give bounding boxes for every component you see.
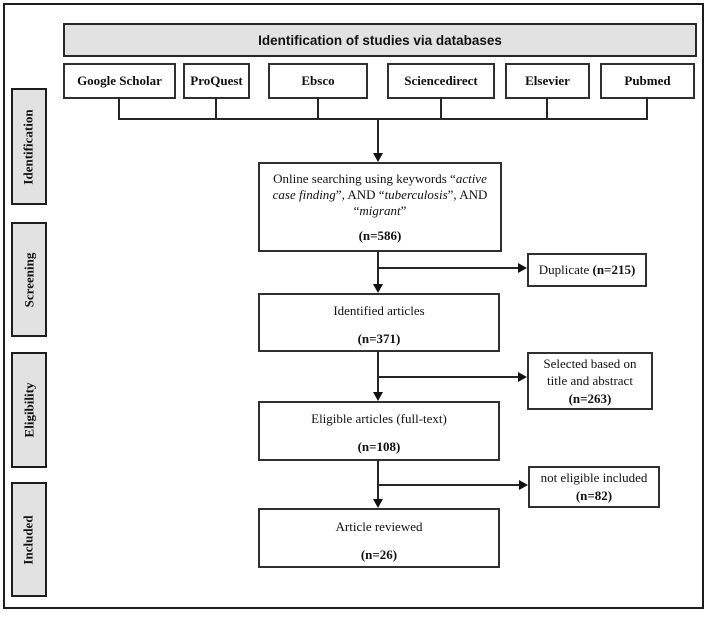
arrowhead-down-icon: [373, 499, 383, 508]
box-selected-label: Selected based on title and abstract: [543, 355, 637, 389]
branch-to-selected: [377, 376, 519, 378]
stage-label: Included: [21, 514, 37, 565]
count-n82: (n=82): [575, 488, 613, 503]
arrowhead-right-icon: [519, 480, 528, 490]
branch-to-duplicate: [377, 267, 519, 269]
arrow-eligible-to-reviewed: [377, 460, 379, 500]
box-selected-title-abstract: Selected based on title and abstract (n=…: [527, 352, 653, 410]
box-article-reviewed: Article reviewed (n=26): [258, 508, 500, 568]
connector-stub: [215, 97, 217, 120]
arrow-to-search: [377, 118, 379, 154]
box-identified-label: Identified articles: [333, 303, 425, 318]
box-not-eligible: not eligible included (n=82): [528, 466, 660, 508]
stage-included: Included: [11, 482, 47, 597]
arrowhead-right-icon: [518, 263, 527, 273]
connector-stub: [646, 97, 648, 120]
arrowhead-down-icon: [373, 392, 383, 401]
merge-line: [118, 118, 648, 120]
box-not-eligible-label: not eligible included: [540, 470, 648, 486]
box-online-searching: Online searching using keywords “active …: [258, 162, 502, 252]
count-n371: (n=371): [357, 331, 401, 346]
box-reviewed-label: Article reviewed: [335, 519, 423, 534]
box-eligible-articles: Eligible articles (full-text) (n=108): [258, 401, 500, 461]
box-duplicate-text: Duplicate (n=215): [539, 261, 636, 279]
outer-frame: [3, 3, 704, 609]
diagram-title: Identification of studies via databases: [63, 23, 697, 57]
connector-stub: [546, 97, 548, 120]
keyword-italic: active case finding: [272, 171, 487, 202]
database-box-ebsco: Ebsco: [268, 63, 368, 99]
count-n215: (n=215): [592, 262, 636, 278]
text-part: Duplicate: [538, 262, 593, 278]
keyword-italic: migrant: [359, 203, 401, 218]
text-part: Online searching using keywords “: [273, 171, 456, 186]
stage-identification: Identification: [11, 88, 47, 205]
box-eligible-label: Eligible articles (full-text): [311, 411, 447, 426]
keyword-italic: tuberculosis: [384, 187, 448, 202]
stage-screening: Screening: [11, 222, 47, 337]
text-part: ”, AND “: [353, 187, 488, 218]
database-box-elsevier: Elsevier: [505, 63, 590, 99]
arrowhead-right-icon: [518, 372, 527, 382]
database-box-proquest: ProQuest: [183, 63, 250, 99]
text-part: ”: [400, 203, 407, 218]
database-box-google-scholar: Google Scholar: [63, 63, 176, 99]
stage-label: Eligibility: [21, 382, 36, 438]
box-duplicate: Duplicate (n=215): [527, 253, 647, 287]
stage-eligibility: Eligibility: [11, 352, 47, 468]
database-box-sciencedirect: Sciencedirect: [387, 63, 495, 99]
stage-label: Screening: [21, 252, 36, 307]
connector-stub: [440, 97, 442, 120]
count-n263: (n=263): [568, 390, 612, 406]
count-n586: (n=586): [358, 228, 402, 243]
database-box-pubmed: Pubmed: [600, 63, 695, 99]
box-online-searching-text: Online searching using keywords “active …: [260, 171, 500, 219]
stage-label: Identification: [21, 108, 36, 185]
branch-to-not-eligible: [377, 484, 520, 486]
count-n108: (n=108): [357, 439, 401, 454]
connector-stub: [317, 97, 319, 120]
text-part: ”, AND “: [335, 187, 385, 202]
arrowhead-down-icon: [373, 284, 383, 293]
arrowhead-down-icon: [373, 153, 383, 162]
box-identified-articles: Identified articles (n=371): [258, 293, 500, 352]
count-n26: (n=26): [360, 547, 398, 562]
arrow-identified-to-eligible: [377, 351, 379, 393]
connector-stub: [118, 97, 120, 120]
